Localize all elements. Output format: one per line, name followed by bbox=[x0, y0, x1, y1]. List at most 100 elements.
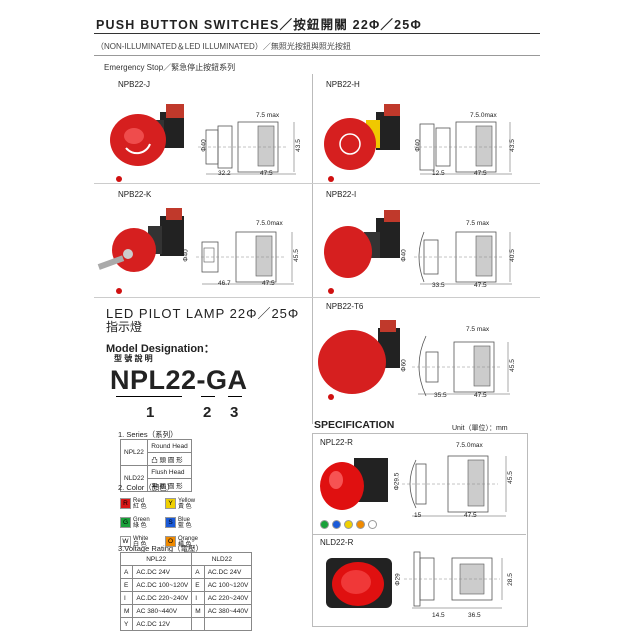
page-subtitle: （NON-ILLUMINATED＆LED ILLUMINATED）／無照光按鈕與… bbox=[96, 42, 351, 51]
dim-h-t6: Φ60 bbox=[400, 359, 408, 372]
drawing-npb22-t6 bbox=[412, 332, 520, 400]
led-section-subtitle: 指示燈 bbox=[106, 320, 143, 334]
spec-divider bbox=[312, 534, 526, 535]
color-code-box: G bbox=[120, 517, 131, 528]
dim-h-j: Φ40 bbox=[200, 139, 208, 152]
color-code-box: Y bbox=[165, 498, 176, 509]
dim-r-i: 40.5 bbox=[508, 249, 516, 262]
series-table: NPL22 Round Head 凸 頭 圓 形 NLD22 Flush Hea… bbox=[119, 439, 192, 492]
voltage-code: A bbox=[191, 565, 205, 579]
lamp-color-swatches bbox=[320, 520, 377, 529]
dim-r-npl: 45.5 bbox=[506, 471, 514, 484]
dim-top-npl: 7.5.0max bbox=[456, 442, 483, 449]
product-photo-npl22-r bbox=[316, 452, 396, 518]
led-section-title: LED PILOT LAMP 22Φ／25Φ bbox=[106, 306, 300, 321]
drawing-nld22-r bbox=[404, 546, 516, 612]
grid-divider-h1 bbox=[94, 183, 540, 184]
spec-title: SPECIFICATION bbox=[314, 419, 395, 431]
header-rule bbox=[94, 33, 540, 34]
color-section-title: 2. Color（顏色） bbox=[118, 483, 175, 492]
dim-r-h: 43.5 bbox=[508, 139, 516, 152]
voltage-value: AC.DC 24V bbox=[132, 565, 193, 579]
model-label-npb22-i: NPB22-I bbox=[326, 190, 357, 199]
color-code-box: S bbox=[165, 517, 176, 528]
dim-h-npl: Φ29.5 bbox=[393, 472, 401, 491]
dim-w2-t6: 47.5 bbox=[474, 392, 487, 399]
spec-model-npl22-r: NPL22-R bbox=[320, 438, 353, 447]
product-photo-npb22-i bbox=[322, 206, 408, 286]
voltage-code: E bbox=[191, 578, 205, 592]
dim-top-t6: 7.5 max bbox=[466, 326, 490, 333]
voltage-value bbox=[203, 617, 253, 631]
voltage-code: E bbox=[119, 578, 134, 592]
voltage-table: NPL22 NLD22 A AC.DC 24V A AC.DC 24V E AC… bbox=[119, 552, 253, 631]
model-designation-label: Model Designation： bbox=[106, 343, 215, 355]
voltage-value: AC.DC 100~120V bbox=[132, 578, 193, 592]
color-swatch bbox=[320, 520, 329, 529]
dim-r-k: 45.5 bbox=[292, 249, 300, 262]
voltage-value: AC.DC 12V bbox=[132, 617, 193, 631]
dim-h-k: Φ40 bbox=[182, 249, 190, 262]
product-photo-nld22-r bbox=[320, 552, 398, 614]
color-swatch bbox=[368, 520, 377, 529]
dim-top-k: 7.5.0max bbox=[256, 220, 283, 227]
dim-r-j: 43.5 bbox=[294, 139, 302, 152]
dim-w2-h: 47.5 bbox=[474, 170, 487, 177]
product-photo-npb22-t6 bbox=[316, 318, 412, 398]
dim-r-t6: 45.5 bbox=[508, 359, 516, 372]
product-photo-npb22-h bbox=[322, 96, 408, 176]
color-dot-red bbox=[328, 288, 334, 294]
voltage-code bbox=[191, 617, 205, 631]
model-label-npb22-k: NPB22-K bbox=[118, 190, 152, 199]
color-dot-red bbox=[328, 176, 334, 182]
dim-top-h: 7.5.0max bbox=[470, 112, 497, 119]
color-code-box: O bbox=[165, 536, 176, 547]
series-section-title: 1. Series（系列） bbox=[118, 430, 178, 439]
table-row: M AC 380~440V M AC 380~440V bbox=[119, 604, 253, 618]
dim-h-h: Φ40 bbox=[414, 139, 422, 152]
underline-1 bbox=[116, 396, 182, 397]
voltage-code: I bbox=[191, 591, 205, 605]
spec-frame bbox=[312, 433, 528, 627]
dim-w1-h: 12.5 bbox=[432, 170, 445, 177]
table-header-row: NPL22 NLD22 bbox=[119, 552, 253, 566]
model-code: NPL22-GA bbox=[110, 365, 248, 395]
voltage-value: AC.DC 220~240V bbox=[132, 591, 193, 605]
color-swatch bbox=[332, 520, 341, 529]
table-row: A AC.DC 24V A AC.DC 24V bbox=[119, 565, 253, 579]
underline-3 bbox=[228, 396, 242, 397]
color-swatch bbox=[344, 520, 353, 529]
dim-w1-i: 33.5 bbox=[432, 282, 445, 289]
dim-w2-i: 47.5 bbox=[474, 282, 487, 289]
drawing-npb22-j bbox=[198, 112, 306, 180]
dim-w2-nld: 36.5 bbox=[468, 612, 481, 619]
drawing-npb22-k bbox=[196, 222, 304, 290]
color-dot-red bbox=[328, 394, 334, 400]
color-code-box: W bbox=[120, 536, 131, 547]
dim-r-nld: 28.5 bbox=[506, 573, 514, 586]
voltage-code: A bbox=[119, 565, 134, 579]
product-photo-npb22-k bbox=[96, 204, 196, 286]
subtitle-rule bbox=[94, 55, 540, 56]
series-code: NPL22 bbox=[119, 439, 149, 466]
table-row: E AC.DC 100~120V E AC 100~120V bbox=[119, 578, 253, 592]
color-dot-red bbox=[116, 176, 122, 182]
index-1: 1 bbox=[146, 404, 155, 421]
voltage-value: AC 100~120V bbox=[203, 578, 253, 592]
voltage-value: AC 380~440V bbox=[132, 604, 193, 618]
table-row: I AC.DC 220~240V I AC 220~240V bbox=[119, 591, 253, 605]
underline-2 bbox=[201, 396, 215, 397]
dim-w1-j: 32.2 bbox=[218, 170, 231, 177]
drawing-npl22-r bbox=[402, 446, 522, 520]
dim-top-i: 7.5 max bbox=[466, 220, 490, 227]
dim-w1-t6: 35.5 bbox=[434, 392, 447, 399]
